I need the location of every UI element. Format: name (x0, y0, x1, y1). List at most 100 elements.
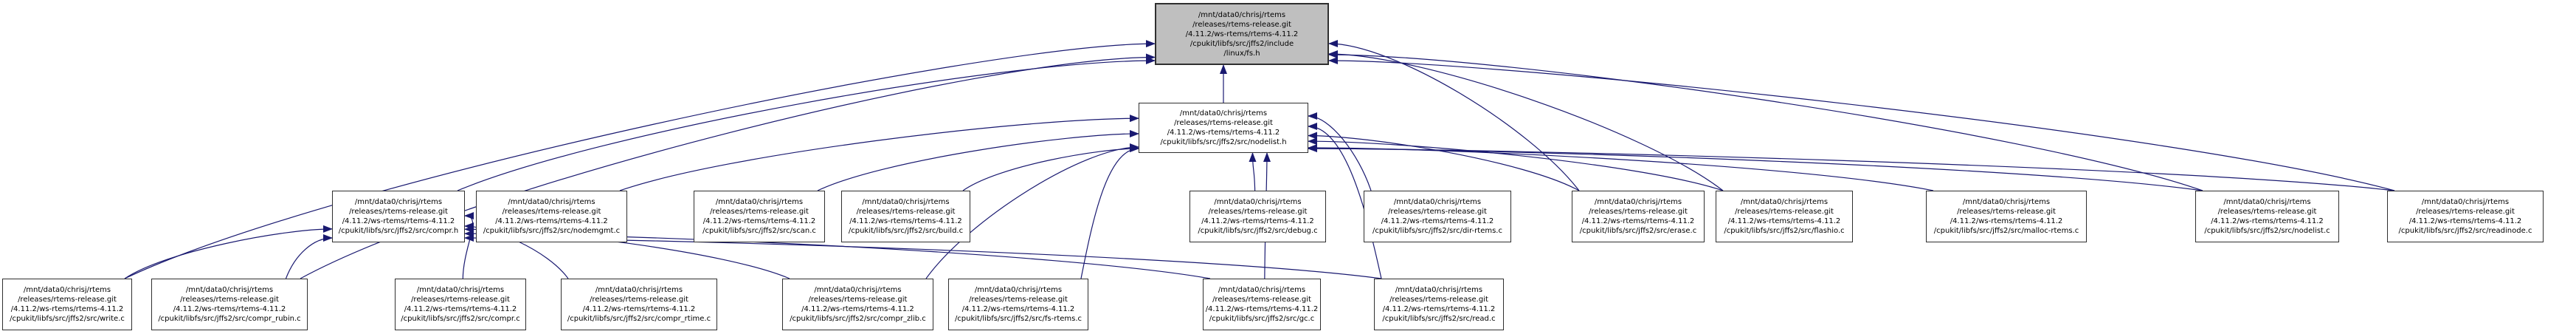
include-edge-flashio-c-to-fs-h (1328, 50, 1724, 191)
node-path-line: /mnt/data0/chrisj/rtems (595, 286, 683, 294)
graph-node-nodelist-c[interactable]: /mnt/data0/chrisj/rtems/releases/rtems-r… (2195, 191, 2339, 242)
node-path-line: /releases/rtems-release.git (1174, 119, 1273, 127)
node-path-line: /cpukit/libfs/src/jffs2/src/nodelist.h (1160, 138, 1287, 146)
graph-node-compr-h[interactable]: /mnt/data0/chrisj/rtems/releases/rtems-r… (332, 191, 465, 242)
node-path-line: /4.11.2/ws-rtems/rtems-4.11.2 (801, 305, 914, 313)
graph-node-compr-c[interactable]: /mnt/data0/chrisj/rtems/releases/rtems-r… (395, 279, 526, 330)
node-path-line: /4.11.2/ws-rtems/rtems-4.11.2 (702, 217, 816, 225)
node-path-line: /cpukit/libfs/src/jffs2/src/compr_rtime.… (567, 315, 711, 323)
node-path-line: /mnt/data0/chrisj/rtems (1393, 198, 1482, 206)
node-path-line: /releases/rtems-release.git (590, 296, 688, 304)
node-path-line: /mnt/data0/chrisj/rtems (1740, 198, 1829, 206)
node-path-line: /mnt/data0/chrisj/rtems (23, 286, 111, 294)
node-path-line: /mnt/data0/chrisj/rtems (715, 198, 804, 206)
node-path-line: /releases/rtems-release.git (1388, 208, 1487, 216)
node-path-line: /cpukit/libfs/src/jffs2/src/fs-rtems.c (954, 315, 1082, 323)
node-path-line: /4.11.2/ws-rtems/rtems-4.11.2 (1201, 217, 1314, 225)
include-edge-debug-c-to-nodelist-h (1249, 152, 1257, 191)
graph-node-fs-h[interactable]: /mnt/data0/chrisj/rtems/releases/rtems-r… (1155, 3, 1329, 65)
node-path-line: /mnt/data0/chrisj/rtems (416, 286, 505, 294)
include-edge-compr-zlib-c-to-nodelist-h (925, 143, 1139, 279)
graph-node-compr-zlib-c[interactable]: /mnt/data0/chrisj/rtems/releases/rtems-r… (782, 279, 933, 330)
node-path-line: /4.11.2/ws-rtems/rtems-4.11.2 (582, 305, 696, 313)
graph-node-write-c[interactable]: /mnt/data0/chrisj/rtems/releases/rtems-r… (2, 279, 132, 330)
node-path-line: /mnt/data0/chrisj/rtems (974, 286, 1063, 294)
node-path-line: /linux/fs.h (1223, 49, 1260, 58)
graph-node-gc-c[interactable]: /mnt/data0/chrisj/rtems/releases/rtems-r… (1203, 279, 1321, 330)
include-edge-compr-h-to-fs-h (457, 57, 1156, 191)
node-path-line: /mnt/data0/chrisj/rtems (1395, 286, 1483, 294)
node-path-line: /releases/rtems-release.git (411, 296, 510, 304)
node-path-line: /mnt/data0/chrisj/rtems (1198, 10, 1286, 19)
node-path-line: /4.11.2/ws-rtems/rtems-4.11.2 (2408, 217, 2522, 225)
node-path-line: /cpukit/libfs/src/jffs2/src/gc.c (1209, 315, 1315, 323)
node-path-line: /cpukit/libfs/src/jffs2/src/compr.c (401, 315, 520, 323)
graph-node-nodelist-h[interactable]: /mnt/data0/chrisj/rtems/releases/rtems-r… (1139, 103, 1308, 153)
node-path-line: /4.11.2/ws-rtems/rtems-4.11.2 (10, 305, 124, 313)
node-path-line: /releases/rtems-release.git (2416, 208, 2515, 216)
node-path-line: /releases/rtems-release.git (1589, 208, 1688, 216)
graph-node-read-c[interactable]: /mnt/data0/chrisj/rtems/releases/rtems-r… (1374, 279, 1504, 330)
include-edge-flashio-c-to-nodelist-h (1308, 137, 1724, 191)
include-edge-dir-rtems-c-to-nodelist-h (1308, 112, 1372, 191)
node-path-line: /cpukit/libfs/src/jffs2/src/debug.c (1198, 227, 1318, 235)
include-edge-scan-c-to-nodelist-h (817, 129, 1139, 191)
node-path-line: /mnt/data0/chrisj/rtems (2223, 198, 2311, 206)
include-edge-compr-rubin-c-to-fs-h (300, 53, 1156, 279)
node-path-line: /releases/rtems-release.git (180, 296, 279, 304)
node-path-line: /releases/rtems-release.git (1192, 20, 1291, 29)
node-path-line: /mnt/data0/chrisj/rtems (185, 286, 274, 294)
graph-node-fs-rtems-c[interactable]: /mnt/data0/chrisj/rtems/releases/rtems-r… (948, 279, 1088, 330)
graph-node-erase-c[interactable]: /mnt/data0/chrisj/rtems/releases/rtems-r… (1572, 191, 1705, 242)
include-edge-erase-c-to-fs-h (1328, 40, 1580, 191)
node-path-line: /cpukit/libfs/src/jffs2/src/flashio.c (1724, 227, 1845, 235)
node-path-line: /4.11.2/ws-rtems/rtems-4.11.2 (1581, 217, 1695, 225)
node-path-line: /cpukit/libfs/src/jffs2/include (1189, 39, 1294, 48)
node-path-line: /cpukit/libfs/src/jffs2/src/malloc-rtems… (1933, 227, 2079, 235)
node-path-line: /4.11.2/ws-rtems/rtems-4.11.2 (495, 217, 608, 225)
graph-node-flashio-c[interactable]: /mnt/data0/chrisj/rtems/releases/rtems-r… (1716, 191, 1853, 242)
graph-node-build-c[interactable]: /mnt/data0/chrisj/rtems/releases/rtems-r… (841, 191, 970, 242)
node-path-line: /4.11.2/ws-rtems/rtems-4.11.2 (1381, 217, 1494, 225)
graph-node-compr-rubin-c[interactable]: /mnt/data0/chrisj/rtems/releases/rtems-r… (151, 279, 308, 330)
node-path-line: /4.11.2/ws-rtems/rtems-4.11.2 (2211, 217, 2324, 225)
node-path-line: /releases/rtems-release.git (808, 296, 908, 304)
node-path-line: /mnt/data0/chrisj/rtems (1218, 286, 1306, 294)
node-path-line: /releases/rtems-release.git (2217, 208, 2317, 216)
node-path-line: /4.11.2/ws-rtems/rtems-4.11.2 (1185, 30, 1299, 38)
node-path-line: /cpukit/libfs/src/jffs2/src/scan.c (702, 227, 816, 235)
node-path-line: /releases/rtems-release.git (1212, 296, 1311, 304)
node-path-line: /4.11.2/ws-rtems/rtems-4.11.2 (1205, 305, 1319, 313)
node-path-line: /mnt/data0/chrisj/rtems (2421, 198, 2510, 206)
node-path-line: /4.11.2/ws-rtems/rtems-4.11.2 (173, 305, 286, 313)
node-path-line: /cpukit/libfs/src/jffs2/src/readinode.c (2398, 227, 2532, 235)
node-path-line: /4.11.2/ws-rtems/rtems-4.11.2 (1167, 129, 1280, 137)
node-path-line: /mnt/data0/chrisj/rtems (1179, 109, 1268, 117)
node-path-line: /cpukit/libfs/src/jffs2/src/nodelist.c (2204, 227, 2330, 235)
node-path-line: /releases/rtems-release.git (969, 296, 1068, 304)
include-edge-readinode-c-to-fs-h (1328, 57, 2395, 191)
node-path-line: /cpukit/libfs/src/jffs2/src/erase.c (1579, 227, 1697, 235)
graph-node-compr-rtime-c[interactable]: /mnt/data0/chrisj/rtems/releases/rtems-r… (561, 279, 717, 330)
graph-node-dir-rtems-c[interactable]: /mnt/data0/chrisj/rtems/releases/rtems-r… (1364, 191, 1511, 242)
node-path-line: /releases/rtems-release.git (856, 208, 956, 216)
graph-node-nodemgmt-c[interactable]: /mnt/data0/chrisj/rtems/releases/rtems-r… (476, 191, 627, 242)
node-path-line: /releases/rtems-release.git (349, 208, 448, 216)
graph-node-scan-c[interactable]: /mnt/data0/chrisj/rtems/releases/rtems-r… (694, 191, 825, 242)
node-path-line: /cpukit/libfs/src/jffs2/src/build.c (848, 227, 964, 235)
include-edge-compr-rubin-c-to-compr-h (285, 234, 333, 279)
node-path-line: /4.11.2/ws-rtems/rtems-4.11.2 (849, 217, 962, 225)
node-path-line: /releases/rtems-release.git (1735, 208, 1834, 216)
node-path-line: /4.11.2/ws-rtems/rtems-4.11.2 (1950, 217, 2063, 225)
node-path-line: /releases/rtems-release.git (710, 208, 809, 216)
graph-node-debug-c[interactable]: /mnt/data0/chrisj/rtems/releases/rtems-r… (1189, 191, 1326, 242)
node-path-line: /mnt/data0/chrisj/rtems (354, 198, 443, 206)
graph-node-readinode-c[interactable]: /mnt/data0/chrisj/rtems/releases/rtems-r… (2387, 191, 2544, 242)
node-path-line: /cpukit/libfs/src/jffs2/src/nodemgmt.c (483, 227, 621, 235)
node-path-line: /cpukit/libfs/src/jffs2/src/compr.h (338, 227, 459, 235)
node-path-line: /4.11.2/ws-rtems/rtems-4.11.2 (1727, 217, 1841, 225)
include-edge-read-c-to-nodelist-h (1308, 123, 1382, 279)
graph-node-malloc-rtems-c[interactable]: /mnt/data0/chrisj/rtems/releases/rtems-r… (1926, 191, 2087, 242)
node-path-line: /releases/rtems-release.git (502, 208, 601, 216)
